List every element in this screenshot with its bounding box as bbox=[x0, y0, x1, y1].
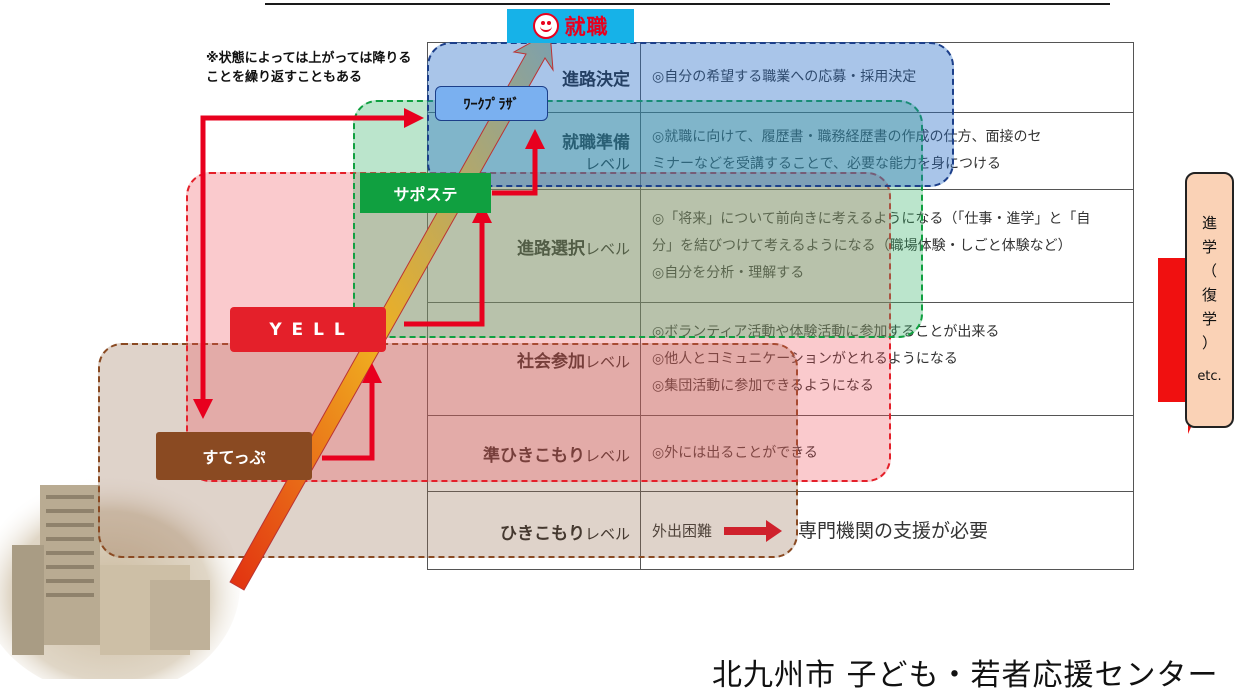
yell-box: Y E L L bbox=[230, 307, 386, 352]
growth-arrows bbox=[193, 31, 554, 591]
building-photo bbox=[0, 475, 240, 679]
table-row-career-choice: 進路選択レベル ◎「将来」について前向きに考えるようになる（「仕事・進学」と「自… bbox=[428, 190, 1133, 303]
level-label: ひきこもりレベル bbox=[428, 492, 641, 570]
level-description: ◎自分の希望する職業への応募・採用決定 bbox=[652, 69, 917, 85]
table-row-semi-withdrawn: 準ひきこもりレベル ◎外には出ることができる bbox=[428, 416, 1133, 492]
goal-label: 就職 bbox=[564, 15, 609, 39]
level-description: ◎外には出ることができる bbox=[652, 445, 818, 461]
title-rule bbox=[265, 3, 1110, 5]
fluctuation-note: ※状態によっては上がっては降りる ことを繰り返すこともある bbox=[206, 51, 412, 85]
level-label: 進路選択レベル bbox=[428, 190, 641, 302]
level-label: 準ひきこもりレベル bbox=[428, 416, 641, 491]
right-arrow-icon bbox=[1158, 258, 1188, 402]
smiley-face-icon bbox=[532, 13, 559, 39]
goal-employment: 就職 bbox=[507, 9, 634, 43]
table-row-job-prep: 就職準備レベル ◎就職に向けて、履歴書・職務経歴書の作成の仕方、面接のセミナーな… bbox=[428, 113, 1133, 190]
level-label: 就職準備レベル bbox=[428, 113, 641, 189]
table-row-decision: 進路決定 ◎自分の希望する職業への応募・採用決定 bbox=[428, 43, 1133, 113]
level-description: ◎就職に向けて、履歴書・職務経歴書の作成の仕方、面接のセミナーなどを受講すること… bbox=[652, 129, 1042, 172]
level-label: 進路決定 bbox=[428, 43, 641, 112]
saposute-box: サポステ bbox=[360, 173, 491, 213]
level-description: ◎「将来」について前向きに考えるようになる（「仕事・進学」と「自分」を結びつけて… bbox=[652, 210, 1091, 281]
organization-name: 北九州市 子ども・若者応援センター bbox=[712, 658, 1219, 693]
levels-table: 進路決定 ◎自分の希望する職業への応募・採用決定 就職準備レベル ◎就職に向けて… bbox=[427, 42, 1134, 570]
table-row-social: 社会参加レベル ◎ボランティア活動や体験活動に参加することが出来る◎他人とコミュ… bbox=[428, 303, 1133, 416]
flow-from: 外出困難 bbox=[652, 521, 713, 540]
step-box: すてっぷ bbox=[156, 432, 312, 480]
level-label: 社会参加レベル bbox=[428, 303, 641, 415]
further-education-box: 進 学 （ 復 学 ） etc. bbox=[1185, 172, 1234, 428]
flow-to: 専門機関の支援が必要 bbox=[798, 519, 989, 542]
workplaza-box: ﾜｰｸﾌﾟﾗｻﾞ bbox=[435, 86, 548, 121]
